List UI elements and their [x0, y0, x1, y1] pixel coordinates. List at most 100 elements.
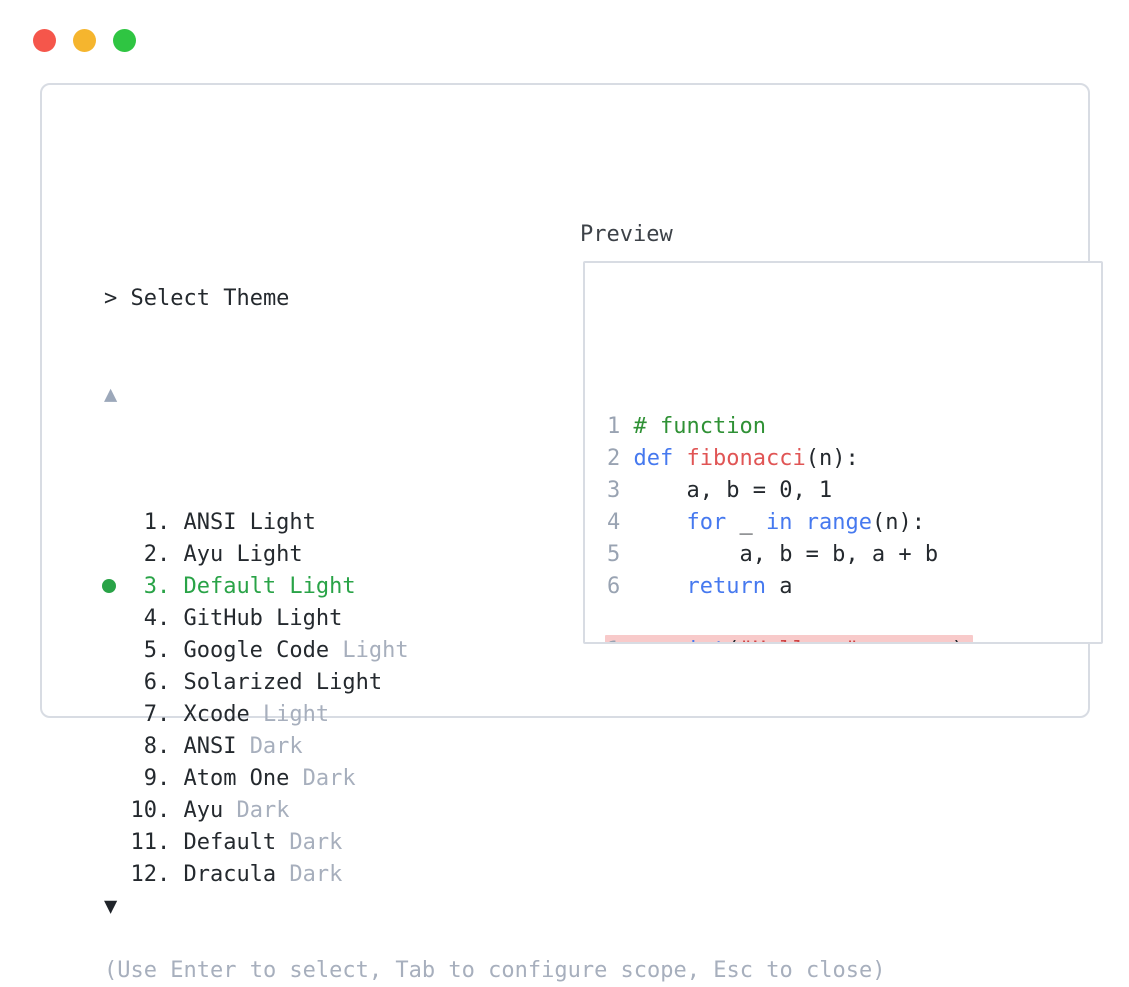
scroll-down-icon[interactable]: ▼ [104, 894, 118, 919]
theme-item-variant: Dark [289, 830, 343, 855]
code-token-kw: range [805, 510, 872, 535]
code-token-plain: (n): [805, 446, 859, 471]
select-theme-prompt: > Select Theme [104, 286, 290, 311]
code-token-kw: for [686, 510, 727, 535]
marker-space [104, 539, 117, 571]
code-token-plain: + name) [859, 638, 965, 642]
theme-item-label: . Xcode [156, 702, 263, 727]
code-line [607, 603, 1101, 635]
theme-item-label: . GitHub Light [156, 606, 343, 631]
theme-item-label: . Google Code [156, 638, 343, 663]
theme-item-number: 10 [130, 798, 157, 823]
code-line: 1 # function [607, 411, 1101, 443]
marker-space [104, 699, 117, 731]
theme-item-number: 3 [143, 574, 157, 599]
theme-item-variant: Light [342, 638, 409, 663]
theme-item-label: . ANSI [156, 734, 250, 759]
theme-item-label: . Default Light [156, 574, 356, 599]
marker-space [104, 507, 117, 539]
theme-item-variant: Light [262, 702, 330, 727]
marker-space [104, 763, 117, 795]
theme-item-label: . Ayu [156, 798, 237, 823]
theme-item-number: 12 [130, 862, 157, 887]
code-token-plain: a, b = 0, 1 [633, 478, 833, 503]
code-line: 6 return a [607, 571, 1101, 603]
line-number: 1 [607, 638, 634, 642]
preview-title: Preview [580, 222, 673, 247]
minimize-icon[interactable] [73, 29, 96, 52]
theme-list-item-default-light[interactable]: 3. Default Light [102, 571, 885, 603]
theme-item-label: . Solarized Light [156, 670, 383, 695]
code-line: 2 def fibonacci(n): [607, 443, 1101, 475]
diff-highlight: 1 - print("Hello, " + name) [605, 635, 973, 642]
theme-item-variant: Dark [302, 766, 356, 791]
theme-list-item-ayu[interactable]: 10. Ayu Dark [104, 795, 885, 827]
code-line: 5 a, b = b, a + b [607, 539, 1101, 571]
theme-list-item-google-code[interactable]: 5. Google Code Light [104, 635, 885, 667]
code-token-kw: in [765, 510, 793, 535]
diff-line-removed: 1 - print("Hello, " + name) [605, 635, 1101, 642]
marker-space [104, 635, 117, 667]
line-number: 3 [607, 478, 634, 503]
marker-space [104, 603, 117, 635]
code-token-kw: print [660, 638, 726, 642]
theme-item-label: . Atom One [156, 766, 303, 791]
code-token-plain [792, 510, 805, 535]
marker-space [104, 795, 117, 827]
code-token-com: # function [633, 414, 766, 439]
code-line: 3 a, b = 0, 1 [607, 475, 1101, 507]
code-token-plain: (n): [871, 510, 925, 535]
zoom-icon[interactable] [113, 29, 136, 52]
theme-item-number: 1 [143, 510, 157, 535]
marker-space [104, 827, 117, 859]
theme-item-variant: Dark [236, 798, 290, 823]
code-token-minus: - [634, 638, 661, 642]
theme-item-number: 9 [143, 766, 157, 791]
theme-item-number: 11 [130, 830, 157, 855]
help-text: (Use Enter to select, Tab to configure s… [104, 958, 886, 983]
code-token-fn: fibonacci [686, 446, 806, 471]
line-number: 1 [607, 414, 634, 439]
scroll-up-icon[interactable]: ▲ [104, 382, 118, 407]
code-token-kw: return [686, 574, 766, 599]
theme-list-item-dracula[interactable]: 12. Dracula Dark [104, 859, 885, 891]
close-icon[interactable] [33, 29, 56, 52]
marker-space [104, 731, 117, 763]
theme-item-variant: Dark [249, 734, 303, 759]
theme-item-number: 7 [143, 702, 157, 727]
line-number: 2 [607, 446, 634, 471]
theme-item-number: 8 [143, 734, 157, 759]
theme-list-item-atom-one[interactable]: 9. Atom One Dark [104, 763, 885, 795]
code-token-kw: def [633, 446, 674, 471]
theme-item-label: . Ayu Light [156, 542, 303, 567]
code-token-plain [634, 574, 687, 599]
theme-list-item-default[interactable]: 11. Default Dark [104, 827, 885, 859]
code-token-str: "Hello, " [739, 638, 858, 642]
theme-list-item-ayu-light[interactable]: 2. Ayu Light [104, 539, 885, 571]
code-line: 4 for _ in range(n): [607, 507, 1101, 539]
code-token-plain: ( [726, 638, 739, 642]
code-token-plain: _ [726, 510, 766, 535]
theme-item-label: . Dracula [156, 862, 290, 887]
spacer [104, 923, 885, 955]
line-number: 6 [607, 574, 634, 599]
selected-dot-icon [102, 571, 117, 603]
theme-list-item-github-light[interactable]: 4. GitHub Light [104, 603, 885, 635]
theme-item-number: 4 [143, 606, 157, 631]
theme-item-number: 5 [143, 638, 157, 663]
theme-item-label: . ANSI Light [156, 510, 316, 535]
theme-selector-panel: > Select Theme ▲ 1. ANSI Light 2. Ayu Li… [40, 83, 1103, 983]
theme-item-label: . Default [156, 830, 290, 855]
code-token-plain [634, 510, 687, 535]
theme-item-number: 2 [143, 542, 157, 567]
window-controls [33, 29, 136, 52]
theme-list-item-ansi-light[interactable]: 1. ANSI Light [104, 507, 885, 539]
theme-list-item-xcode[interactable]: 7. Xcode Light [104, 699, 885, 731]
theme-list-item-solarized-light[interactable]: 6. Solarized Light [104, 667, 885, 699]
theme-item-number: 6 [143, 670, 157, 695]
marker-space [104, 859, 117, 891]
theme-item-variant: Dark [289, 862, 343, 887]
code-token-plain: a, b = b, a + b [633, 542, 939, 567]
theme-list-item-ansi[interactable]: 8. ANSI Dark [104, 731, 885, 763]
